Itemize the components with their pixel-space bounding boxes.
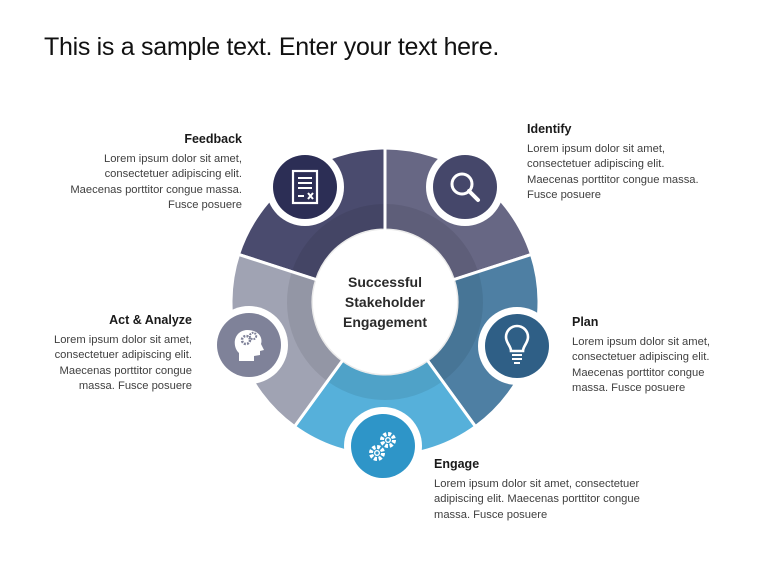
step-title: Plan (572, 315, 599, 329)
step-description: Lorem ipsum dolor sit amet, consectetuer… (434, 477, 640, 521)
slide-title: This is a sample text. Enter your text h… (44, 33, 500, 61)
gears-icon (344, 407, 422, 485)
head-gears-icon (210, 306, 288, 384)
segment-band (428, 273, 483, 381)
step-description: Lorem ipsum dolor sit amet, consectetuer… (572, 335, 711, 395)
step-plan: Plan Lorem ipsum dolor sit amet, consect… (572, 315, 732, 397)
segment-band (292, 204, 384, 279)
step-title: Engage (434, 457, 480, 471)
step-title: Identify (527, 122, 572, 136)
segment-band (328, 360, 442, 400)
step-description: Lorem ipsum dolor sit amet, consectetuer… (527, 142, 699, 202)
step-identify: Identify Lorem ipsum dolor sit amet, con… (527, 122, 709, 204)
step-description: Lorem ipsum dolor sit amet, consectetuer… (70, 152, 242, 212)
lightbulb-icon (478, 307, 556, 385)
step-engage: Engage Lorem ipsum dolor sit amet, conse… (434, 457, 664, 523)
step-title: Feedback (184, 132, 242, 146)
center-line-2: Stakeholder (344, 294, 426, 310)
center-line-3: Engagement (342, 314, 427, 330)
center-label: Successful Stakeholder Engagement (325, 272, 445, 332)
step-feedback: Feedback Lorem ipsum dolor sit amet, con… (60, 132, 242, 214)
document-icon (266, 148, 344, 226)
search-icon (426, 148, 504, 226)
step-act-analyze: Act & Analyze Lorem ipsum dolor sit amet… (30, 313, 192, 395)
step-title: Act & Analyze (109, 313, 192, 327)
center-circle (313, 230, 457, 374)
center-line-1: Successful (348, 274, 422, 290)
step-description: Lorem ipsum dolor sit amet, consectetuer… (53, 333, 192, 393)
segment-band (287, 273, 342, 381)
segment-band (386, 204, 478, 279)
